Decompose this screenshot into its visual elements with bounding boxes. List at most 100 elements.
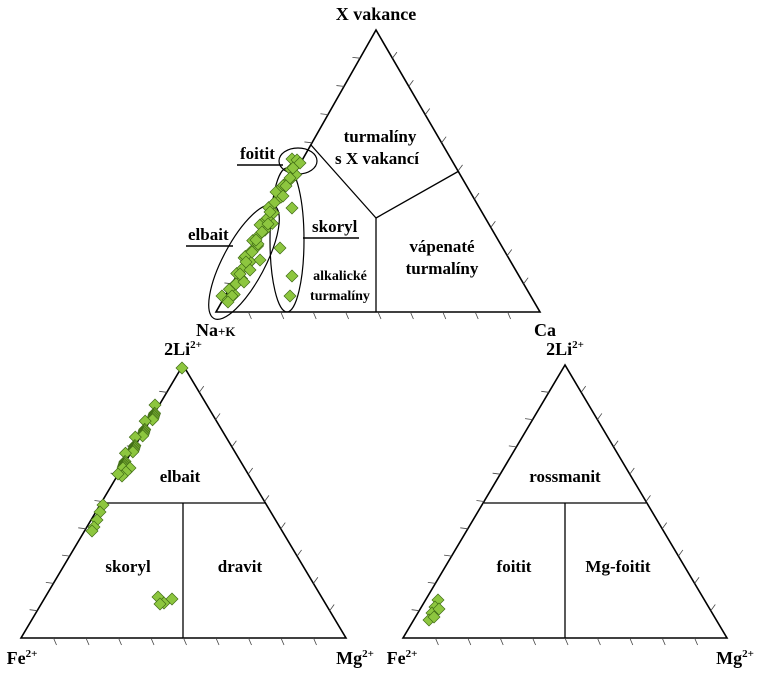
ternary-top-left-label: Na+K xyxy=(196,320,236,340)
ternary-right: 2Li2+ Fe2+ Mg2+ rossmanit foitit Mg-foit… xyxy=(387,339,754,668)
field-elbait: elbait xyxy=(160,467,201,486)
axis-tick xyxy=(629,467,635,475)
data-point xyxy=(285,201,299,215)
axis-tick xyxy=(312,311,317,320)
data-point xyxy=(85,524,99,538)
axis-tick xyxy=(352,56,361,59)
axis-tick xyxy=(248,311,252,320)
axis-tick xyxy=(532,637,536,646)
axis-tick xyxy=(441,136,447,144)
axis-tick xyxy=(427,582,436,584)
axis-tick xyxy=(29,609,38,612)
ternary-right-apex-label: 2Li2+ xyxy=(546,339,584,359)
data-point xyxy=(245,245,259,259)
axis-tick xyxy=(248,637,252,646)
axis-tick xyxy=(499,637,504,646)
ternary-right-left-label: Fe2+ xyxy=(387,648,418,668)
axis-tick xyxy=(710,604,716,611)
axis-tick xyxy=(564,637,569,646)
axis-tick xyxy=(435,637,439,646)
axis-tick xyxy=(336,85,345,87)
ternary-left-points xyxy=(85,361,189,611)
axis-tick xyxy=(198,385,205,393)
callout-elbait: elbait xyxy=(188,225,229,244)
data-point xyxy=(253,253,267,267)
field-mg-foitit: Mg-foitit xyxy=(585,557,650,576)
axis-tick xyxy=(541,390,549,393)
ternary-top-divider-left xyxy=(310,144,377,219)
axis-tick xyxy=(457,164,463,172)
axis-tick xyxy=(150,637,155,646)
data-point xyxy=(153,597,167,611)
data-point xyxy=(427,610,441,624)
ternary-top: X vakance Na+K Ca turmalíny s X vakancí … xyxy=(186,4,556,340)
axis-tick xyxy=(661,522,668,530)
axis-tick xyxy=(613,440,619,448)
callout-skoryl: skoryl xyxy=(312,217,358,236)
axis-tick xyxy=(508,445,517,448)
axis-tick xyxy=(118,637,122,646)
callout-foitit: foitit xyxy=(240,144,275,163)
data-point xyxy=(165,592,179,606)
axis-tick xyxy=(474,311,479,320)
field-calcic-line2: turmalíny xyxy=(406,259,479,278)
axis-tick xyxy=(597,413,603,420)
axis-tick xyxy=(460,527,468,530)
axis-tick xyxy=(507,311,511,320)
axis-tick xyxy=(280,522,286,530)
axis-tick xyxy=(629,637,634,646)
axis-tick xyxy=(442,311,447,320)
ternary-left-ticks xyxy=(29,385,335,646)
data-point xyxy=(285,269,299,283)
axis-tick xyxy=(694,577,700,584)
axis-tick xyxy=(524,418,533,420)
data-point xyxy=(175,361,189,375)
axis-tick xyxy=(231,440,237,448)
axis-tick xyxy=(661,637,666,646)
axis-tick xyxy=(264,495,270,502)
data-point xyxy=(263,205,277,219)
axis-tick xyxy=(474,192,480,200)
ternary-top-ticks xyxy=(224,51,529,320)
field-skoryl: skoryl xyxy=(105,557,151,576)
axis-tick xyxy=(85,637,90,646)
axis-tick xyxy=(296,549,302,557)
axis-tick xyxy=(411,609,420,612)
data-point xyxy=(237,275,251,289)
axis-tick xyxy=(304,141,313,144)
field-alkali-line1: alkalické xyxy=(313,269,367,284)
axis-tick xyxy=(443,554,452,557)
data-point xyxy=(243,263,257,277)
data-point xyxy=(283,289,297,303)
axis-tick xyxy=(523,277,529,285)
data-point xyxy=(276,189,290,203)
axis-tick xyxy=(53,637,57,646)
field-alkali-line2: turmalíny xyxy=(310,289,370,304)
axis-tick xyxy=(492,472,501,475)
ternary-top-points xyxy=(215,152,307,309)
data-point xyxy=(432,602,446,616)
ternary-left-apex-label: 2Li2+ xyxy=(164,339,202,359)
axis-tick xyxy=(183,637,187,646)
data-point xyxy=(286,161,300,175)
axis-tick xyxy=(78,527,86,530)
field-x-vacant-line2: s X vakancí xyxy=(335,149,419,168)
ternary-top-divider-right xyxy=(375,170,460,219)
axis-tick xyxy=(408,80,414,87)
field-x-vacant-line1: turmalíny xyxy=(344,127,417,146)
axis-tick xyxy=(597,637,601,646)
axis-tick xyxy=(678,549,684,557)
axis-tick xyxy=(215,637,220,646)
axis-tick xyxy=(247,467,253,475)
data-point xyxy=(249,233,263,247)
axis-tick xyxy=(345,311,349,320)
data-point xyxy=(255,225,269,239)
data-point xyxy=(279,179,293,193)
axis-tick xyxy=(159,390,167,393)
ternary-right-ticks xyxy=(411,385,716,646)
data-point xyxy=(221,295,235,309)
axis-tick xyxy=(313,637,317,646)
data-point xyxy=(111,467,125,481)
axis-tick xyxy=(467,637,472,646)
